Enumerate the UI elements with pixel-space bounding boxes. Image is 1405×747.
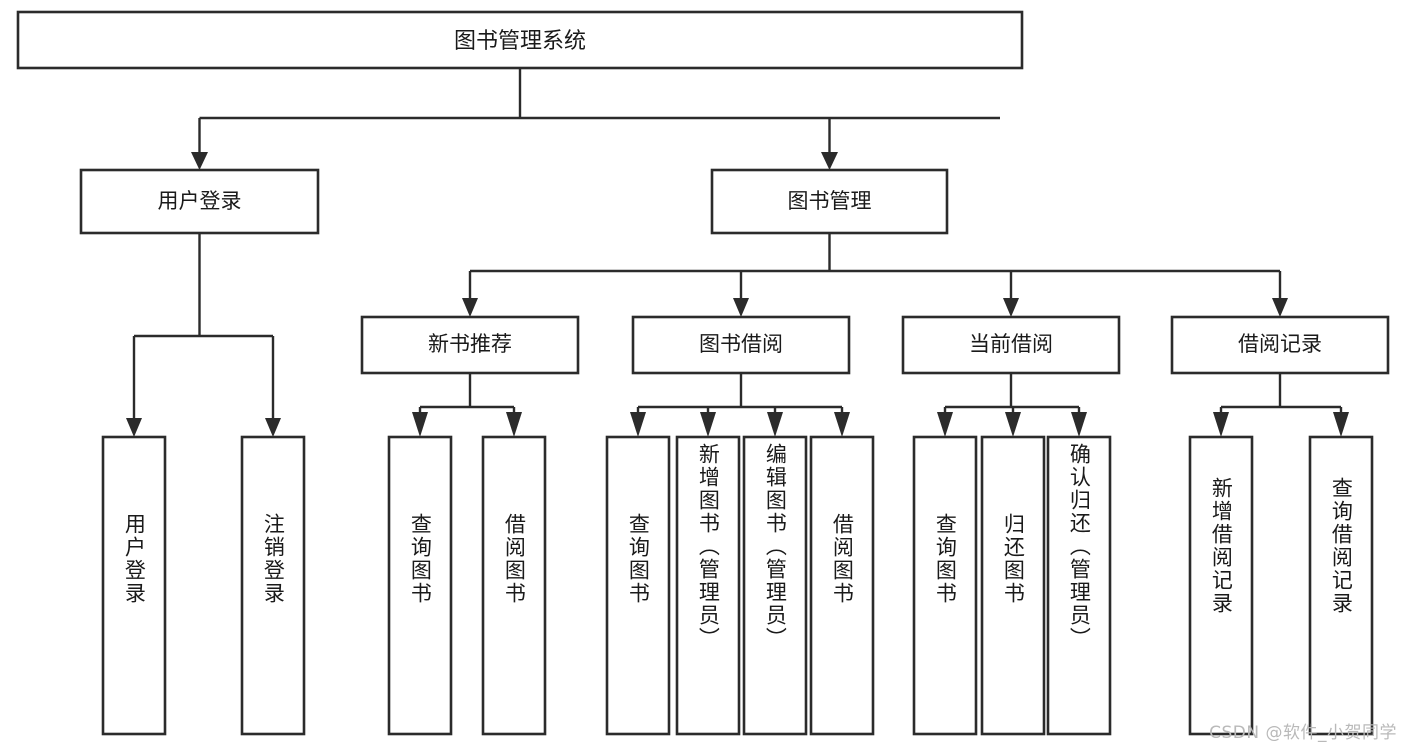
- node-leaf-borrow-book-recommend-box[interactable]: [481, 435, 547, 736]
- arrow-head-leaf-return-book: [1005, 412, 1021, 437]
- arrow-head-book-borrow: [733, 298, 749, 317]
- arrow-head-leaf-query-book-borrow: [630, 412, 646, 437]
- node-new-book-recommend[interactable]: 新书推荐: [360, 315, 580, 375]
- node-book-borrow-label: 图书借阅: [699, 332, 783, 356]
- node-leaf-query-book-current-box[interactable]: [912, 435, 978, 736]
- node-user-login-label: 用户登录: [158, 189, 242, 213]
- node-current-borrow[interactable]: 当前借阅: [901, 315, 1121, 375]
- arrow-head-leaf-confirm-return-admin: [1071, 412, 1087, 437]
- node-leaf-user-login-box[interactable]: [101, 435, 167, 736]
- node-root[interactable]: 图书管理系统: [16, 10, 1024, 70]
- node-leaf-query-book-borrow-box[interactable]: [605, 435, 671, 736]
- arrow-head-current-borrow: [1003, 298, 1019, 317]
- node-leaf-query-borrow-record-box[interactable]: [1308, 435, 1374, 736]
- node-book-management-label: 图书管理: [788, 189, 872, 213]
- arrow-head-new-book-recommend: [462, 298, 478, 317]
- arrow-head-leaf-query-book-current: [937, 412, 953, 437]
- node-root-box[interactable]: [16, 10, 1024, 70]
- node-leaf-confirm-return-admin-box[interactable]: [1046, 435, 1112, 736]
- arrow-head-leaf-query-borrow-record: [1333, 412, 1349, 437]
- node-leaf-edit-book-admin-box[interactable]: [742, 435, 808, 736]
- node-book-borrow[interactable]: 图书借阅: [631, 315, 851, 375]
- arrow-head-book-management: [821, 152, 838, 170]
- node-leaf-add-borrow-record-box[interactable]: [1188, 435, 1254, 736]
- node-book-management[interactable]: 图书管理: [710, 168, 949, 235]
- arrow-head-leaf-borrow-book: [834, 412, 850, 437]
- connector-layer: [126, 68, 1349, 437]
- csdn-watermark: CSDN @软件_小贺同学: [1209, 723, 1397, 743]
- node-current-borrow-box[interactable]: [901, 315, 1121, 375]
- arrow-head-borrow-record: [1272, 298, 1288, 317]
- node-borrow-record-label: 借阅记录: [1238, 332, 1322, 356]
- arrow-head-user-login: [191, 152, 208, 170]
- node-book-management-box[interactable]: [710, 168, 949, 235]
- node-leaf-add-book-admin-box[interactable]: [675, 435, 741, 736]
- arrow-head-leaf-add-borrow-record: [1213, 412, 1229, 437]
- arrow-head-leaf-logout: [265, 418, 281, 437]
- arrow-head-leaf-query-book-recommend: [412, 412, 428, 437]
- node-user-login[interactable]: 用户登录: [79, 168, 320, 235]
- node-borrow-record[interactable]: 借阅记录: [1170, 315, 1390, 375]
- node-root-label: 图书管理系统: [454, 29, 586, 54]
- arrow-head-leaf-user-login: [126, 418, 142, 437]
- node-leaf-borrow-book-box[interactable]: [809, 435, 875, 736]
- node-borrow-record-box[interactable]: [1170, 315, 1390, 375]
- node-leaf-query-book-recommend-box[interactable]: [387, 435, 453, 736]
- arrow-head-leaf-edit-book-admin: [767, 412, 783, 437]
- arrow-head-leaf-add-book-admin: [700, 412, 716, 437]
- node-leaf-return-book-box[interactable]: [980, 435, 1046, 736]
- node-layer: 图书管理系统 用户登录 图书管理 新书推荐 图书借阅: [16, 10, 1390, 736]
- node-leaf-logout-box[interactable]: [240, 435, 306, 736]
- node-user-login-box[interactable]: [79, 168, 320, 235]
- node-book-borrow-box[interactable]: [631, 315, 851, 375]
- node-new-book-recommend-box[interactable]: [360, 315, 580, 375]
- arrow-head-leaf-borrow-book-recommend: [506, 412, 522, 437]
- node-current-borrow-label: 当前借阅: [969, 332, 1053, 356]
- node-new-book-recommend-label: 新书推荐: [428, 332, 512, 356]
